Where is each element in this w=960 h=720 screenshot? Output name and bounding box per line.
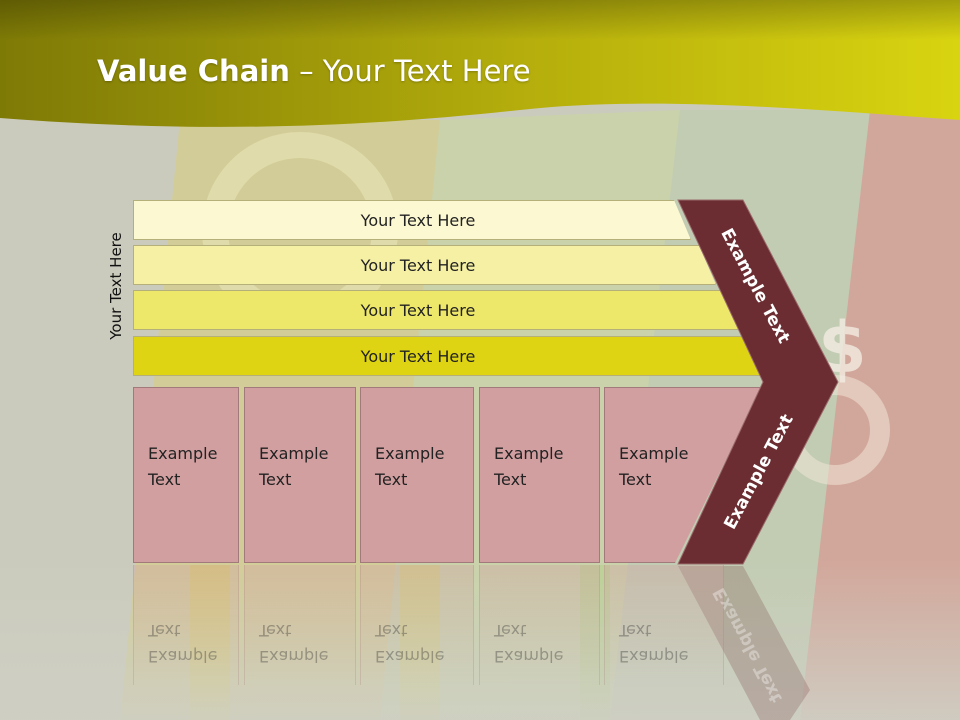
page-title: Value Chain – Your Text Here <box>97 54 531 88</box>
value-bar-2: Your Text Here <box>133 245 716 285</box>
value-bar-1: Your Text Here <box>133 200 691 240</box>
value-bar-4: Your Text Here <box>133 336 763 376</box>
value-bar-2-label: Your Text Here <box>360 255 476 275</box>
value-bar-3: Your Text Here <box>133 290 740 330</box>
value-bar-4-label: Your Text Here <box>360 346 476 366</box>
value-bar-1-label: Your Text Here <box>360 210 476 230</box>
value-bar-3-label: Your Text Here <box>360 300 476 320</box>
